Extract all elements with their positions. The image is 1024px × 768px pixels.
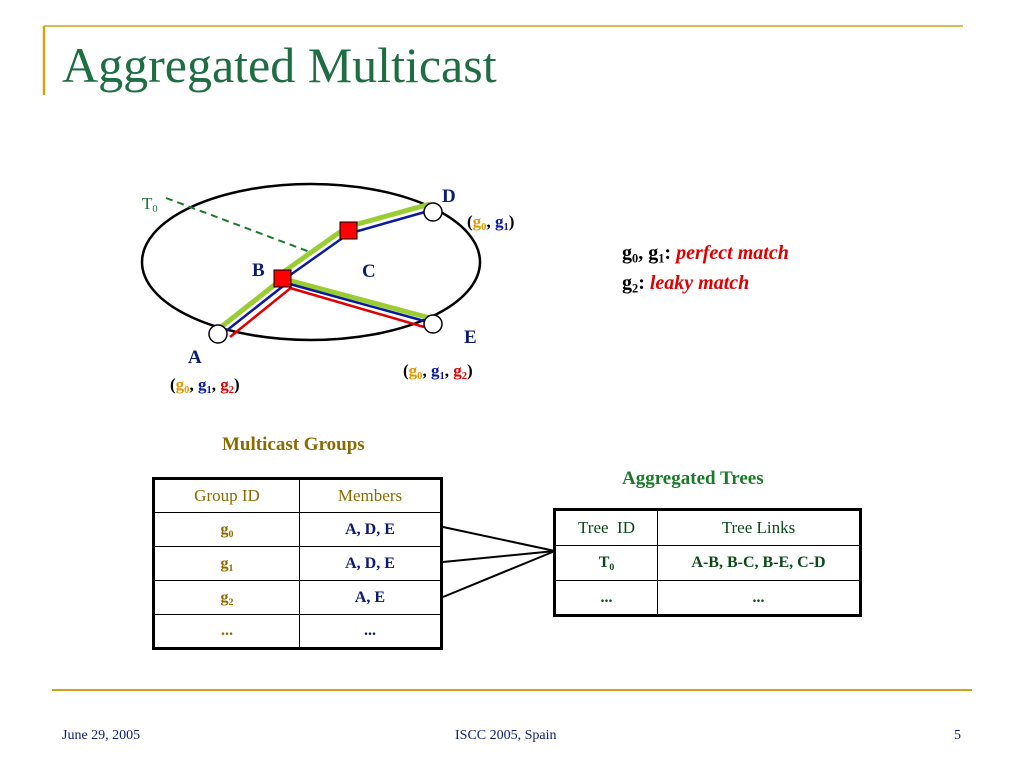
- node-label-e: E: [464, 327, 477, 348]
- legend-leaky-match: g2: leaky match: [622, 272, 750, 296]
- node-label-a: A: [188, 347, 202, 368]
- table-header-row: Group ID Members: [153, 478, 442, 513]
- router-b: [273, 269, 292, 288]
- node-label-d: D: [442, 186, 456, 207]
- legend-perfect-match: g0, g1: perfect match: [622, 242, 789, 266]
- table-row: g1 A, D, E: [153, 546, 442, 581]
- tree-links-cell: A-B, B-C, B-E, C-D: [657, 545, 861, 581]
- host-d: [423, 202, 443, 222]
- header-tree-links: Tree Links: [657, 509, 861, 546]
- members-cell: ...: [299, 614, 442, 649]
- node-label-b: B: [252, 260, 265, 281]
- members-cell: A, D, E: [299, 512, 442, 547]
- header-group-id: Group ID: [153, 478, 300, 513]
- table-header-row: Tree ID Tree Links: [554, 509, 861, 546]
- members-cell: A, E: [299, 580, 442, 615]
- link-b-c: [280, 224, 352, 280]
- node-label-c: C: [362, 261, 376, 282]
- slide-title: Aggregated Multicast: [62, 37, 497, 93]
- tree-label-t0: T0: [142, 194, 158, 215]
- footer-conference: ISCC 2005, Spain: [455, 728, 557, 743]
- link-a-b: [214, 277, 293, 338]
- tree-id-cell: ...: [554, 580, 658, 616]
- tree-indicator-line: [165, 197, 311, 253]
- group-id-cell: g2: [153, 580, 300, 615]
- table-row: ... ...: [554, 580, 861, 616]
- group-id-cell: ...: [153, 614, 300, 649]
- tree-links-cell: ...: [657, 580, 861, 616]
- group-tuple-e: (g0, g1, g2): [403, 361, 473, 382]
- link-b-e: [283, 276, 431, 329]
- aggregated-trees-table: Tree ID Tree Links T0 A-B, B-C, B-E, C-D…: [553, 508, 862, 617]
- aggregated-trees-caption: Aggregated Trees: [622, 468, 764, 489]
- router-c: [339, 221, 358, 240]
- footer-date: June 29, 2005: [62, 728, 141, 743]
- match-legend: g0, g1: perfect match g2: leaky match: [622, 238, 789, 298]
- page-number: 5: [954, 728, 961, 743]
- link-c-d: [346, 201, 433, 235]
- group-tuple-a: (g0, g1, g2): [170, 375, 240, 396]
- multicast-groups-table: Group ID Members g0 A, D, E g1 A, D, E g…: [152, 477, 443, 650]
- members-cell: A, D, E: [299, 546, 442, 581]
- network-boundary: [140, 182, 482, 342]
- header-members: Members: [299, 478, 442, 513]
- host-a: [208, 324, 228, 344]
- group-id-cell: g1: [153, 546, 300, 581]
- header-tree-id: Tree ID: [554, 509, 658, 546]
- table-row: g2 A, E: [153, 580, 442, 615]
- host-e: [423, 314, 443, 334]
- table-row: g0 A, D, E: [153, 512, 442, 547]
- group-tuple-d: (g0, g1): [467, 212, 515, 233]
- table-row: T0 A-B, B-C, B-E, C-D: [554, 545, 861, 581]
- tree-id-cell: T0: [554, 545, 658, 581]
- table-row: ... ...: [153, 614, 442, 649]
- multicast-groups-caption: Multicast Groups: [222, 434, 365, 455]
